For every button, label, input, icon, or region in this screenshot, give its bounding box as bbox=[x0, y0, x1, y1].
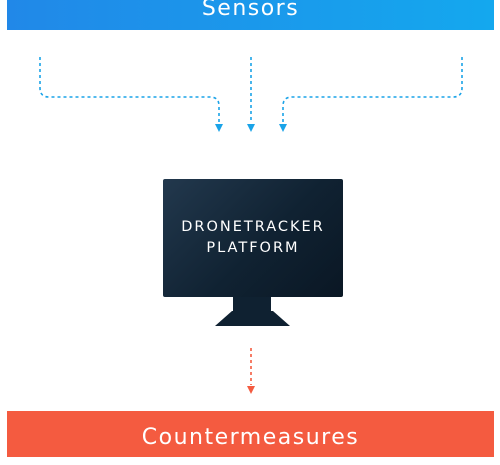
center-arrowhead-icon bbox=[247, 124, 255, 132]
output-arrowhead-icon bbox=[247, 386, 255, 394]
platform-monitor: DRONETRACKER PLATFORM bbox=[163, 179, 343, 297]
right-arrowhead-icon bbox=[279, 124, 287, 132]
countermeasures-banner: Countermeasures bbox=[7, 411, 494, 457]
connector-arrows bbox=[39, 57, 463, 394]
sensors-banner: Sensors bbox=[7, 0, 494, 30]
monitor-stand-icon bbox=[215, 297, 290, 326]
platform-label-line1: DRONETRACKER bbox=[181, 219, 325, 235]
platform-label: DRONETRACKER PLATFORM bbox=[181, 217, 325, 259]
left-sensor-connector bbox=[39, 57, 220, 123]
platform-label-line2: PLATFORM bbox=[206, 240, 300, 256]
sensors-label: Sensors bbox=[201, 0, 300, 21]
left-arrowhead-icon bbox=[215, 124, 223, 132]
right-sensor-connector bbox=[282, 57, 463, 123]
countermeasures-label: Countermeasures bbox=[141, 425, 360, 450]
